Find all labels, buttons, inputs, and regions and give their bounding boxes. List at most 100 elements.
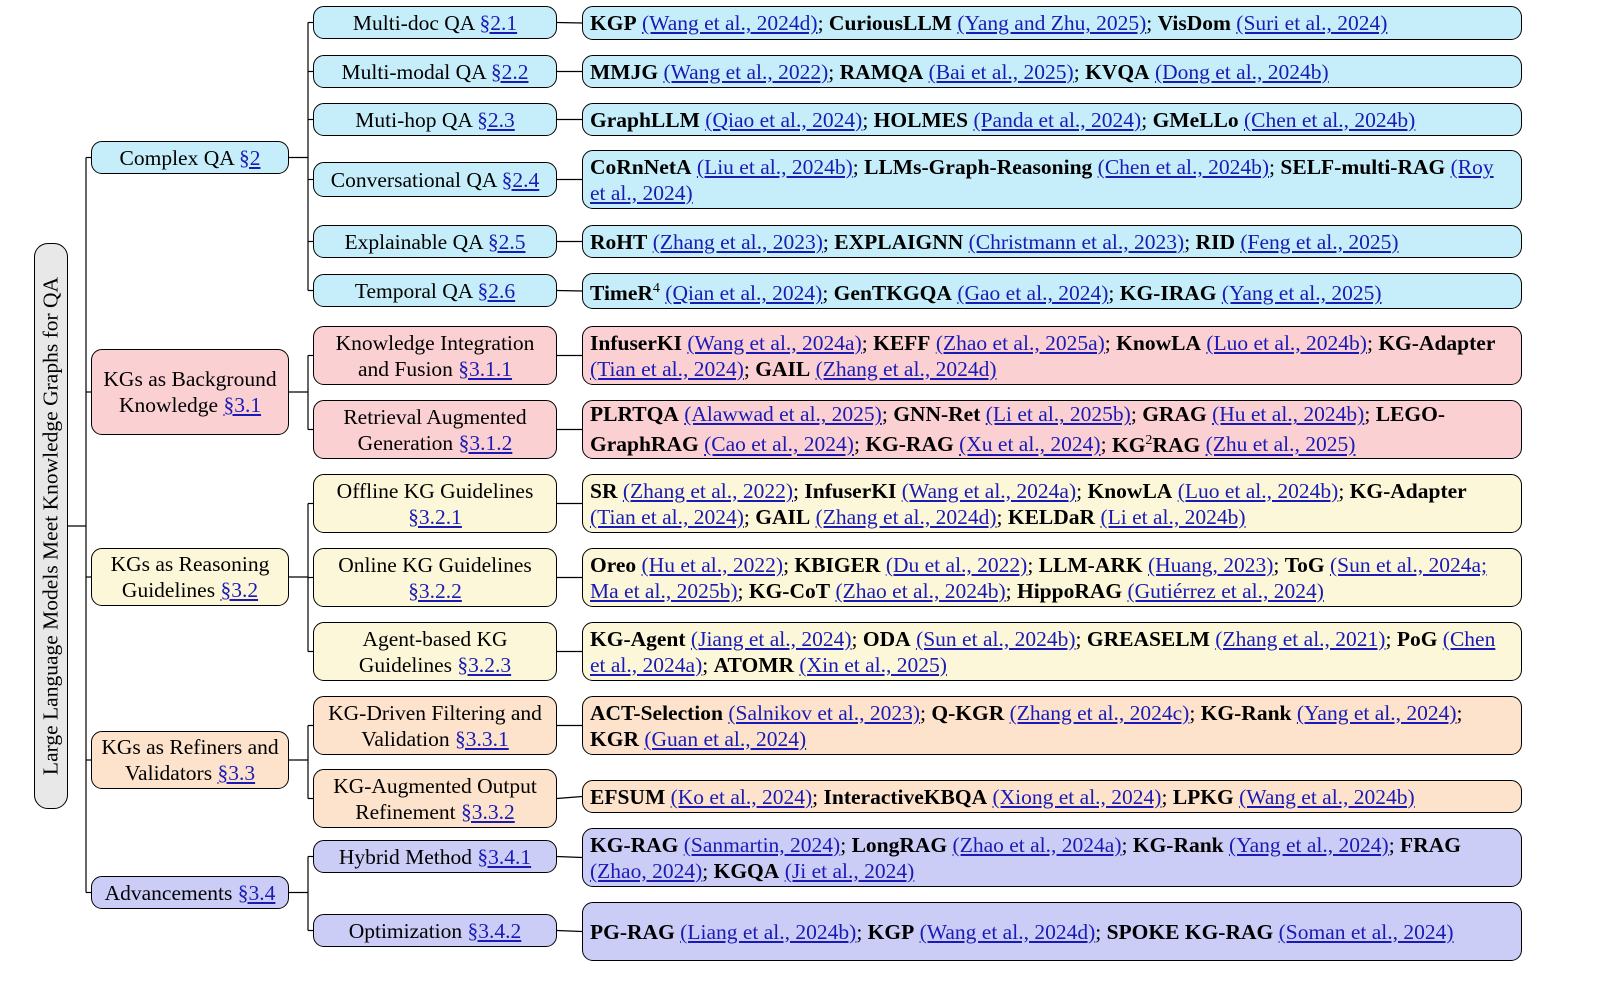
citation-link[interactable]: (Qiao et al., 2024)	[705, 107, 863, 132]
citation-link[interactable]: (Roy et al., 2024)	[590, 154, 1494, 205]
section-ref-link[interactable]: §3.4.2	[467, 918, 522, 943]
citation-link[interactable]: (Tian et al., 2024)	[590, 504, 744, 529]
citation-link[interactable]: (Salnikov et al., 2023)	[728, 700, 921, 725]
citation-link[interactable]: (Chen et al., 2024b)	[1243, 107, 1416, 132]
citation-link[interactable]: (Zhao et al., 2024b)	[835, 578, 1006, 603]
citation-link[interactable]: (Zhao et al., 2025a)	[935, 330, 1105, 355]
subcategory-2-1: Online KG Guidelines §3.2.2	[313, 548, 557, 607]
citation-link[interactable]: (Gao et al., 2024)	[957, 281, 1109, 306]
citation-link[interactable]: (Zhang et al., 2024d)	[815, 504, 997, 529]
citation-link[interactable]: (Huang, 2023)	[1148, 552, 1274, 577]
citation-link[interactable]: (Xin et al., 2025)	[799, 652, 947, 677]
citation-link[interactable]: (Li et al., 2025b)	[985, 402, 1131, 427]
citation-link[interactable]: (Yang and Zhu, 2025)	[957, 11, 1147, 35]
citation-link[interactable]: (Zhang et al., 2022)	[622, 478, 794, 503]
section-ref-link[interactable]: §2.4	[501, 167, 540, 192]
section-ref-link[interactable]: §3.1.1	[458, 356, 513, 381]
citation-link[interactable]: (Chen et al., 2024b)	[1097, 154, 1270, 179]
citation-link[interactable]: (Bai et al., 2025)	[928, 59, 1074, 84]
category-title: KGs as Refiners and Validators	[101, 735, 279, 785]
citation-link[interactable]: (Zhao, 2024)	[590, 858, 703, 883]
citation-link[interactable]: (Suri et al., 2024)	[1236, 11, 1388, 35]
subcategory-title: Offline KG Guidelines	[336, 478, 534, 503]
citation-link[interactable]: (Wang et al., 2024d)	[919, 919, 1096, 944]
citation-link[interactable]: (Zhu et al., 2025)	[1205, 432, 1356, 457]
citation-link[interactable]: (Ji et al., 2024)	[784, 858, 915, 883]
citation-link[interactable]: (Luo et al., 2024b)	[1177, 478, 1339, 503]
citation-link[interactable]: (Yang et al., 2024)	[1296, 700, 1457, 725]
citation-link[interactable]: (Guan et al., 2024)	[644, 726, 807, 751]
method-name-text: KBIGER	[794, 552, 881, 577]
citation-link[interactable]: (Wang et al., 2024a)	[901, 478, 1077, 503]
citation-link[interactable]: (Yang et al., 2024)	[1229, 832, 1389, 857]
citation-link[interactable]: (Liang et al., 2024b)	[680, 919, 857, 944]
citation-link[interactable]: (Zhang et al., 2024c)	[1009, 700, 1190, 725]
citation-link[interactable]: (Yang et al., 2025)	[1221, 281, 1382, 306]
citation-link[interactable]: (Ko et al., 2024)	[670, 784, 813, 809]
citation-link[interactable]: (Alawwad et al., 2025)	[684, 402, 882, 427]
section-ref-link[interactable]: §3.4.1	[477, 844, 532, 869]
methods-list: KGP (Wang et al., 2024d); CuriousLLM (Ya…	[590, 11, 1388, 35]
section-ref-link[interactable]: §3.2.2	[408, 578, 462, 603]
subcategory-label: Conversational QA §2.4	[331, 167, 539, 193]
section-ref-link[interactable]: §2	[238, 145, 261, 170]
citation-link[interactable]: (Li et al., 2024b)	[1100, 504, 1246, 529]
citation-link[interactable]: (Cao et al., 2024)	[704, 432, 854, 457]
section-ref-link[interactable]: §2.5	[487, 229, 526, 254]
citation-link[interactable]: (Sanmartin, 2024)	[683, 832, 841, 857]
citation-link[interactable]: (Soman et al., 2024)	[1278, 919, 1454, 944]
method-name: KBIGER	[794, 553, 880, 577]
citation-link[interactable]: (Christmann et al., 2023)	[968, 229, 1185, 254]
method-name-text: ACT-Selection	[590, 700, 723, 725]
section-ref-link[interactable]: §2.2	[490, 59, 529, 84]
citation-link[interactable]: (Chen et al., 2024a)	[590, 626, 1496, 677]
citation-link[interactable]: (Qian et al., 2024)	[665, 281, 823, 306]
citation-link[interactable]: (Xiong et al., 2024)	[992, 784, 1162, 809]
method-name: TimeR4	[590, 281, 660, 305]
section-ref-link[interactable]: §3.4	[237, 880, 276, 905]
citation-link[interactable]: (Dong et al., 2024b)	[1154, 59, 1329, 84]
citation-link[interactable]: (Wang et al., 2024d)	[641, 11, 818, 35]
citation-link[interactable]: (Luo et al., 2024b)	[1206, 330, 1367, 355]
section-ref-link[interactable]: §2.6	[477, 278, 516, 303]
section-ref-link[interactable]: §3.3.2	[460, 799, 515, 824]
methods-list: KG-Agent (Jiang et al., 2024); ODA (Sun …	[590, 626, 1496, 677]
section-ref-link[interactable]: §3.2.3	[457, 652, 512, 677]
citation-link[interactable]: (Sun et al., 2024a; Ma et al., 2025b)	[590, 552, 1488, 603]
methods-list: PG-RAG (Liang et al., 2024b); KGP (Wang …	[590, 919, 1454, 944]
citation-link[interactable]: (Wang et al., 2024a)	[687, 330, 862, 355]
category-2: KGs as Reasoning Guidelines §3.2	[91, 548, 289, 606]
citation-link[interactable]: (Xu et al., 2024)	[959, 432, 1101, 457]
section-ref-link[interactable]: §3.1.2	[458, 430, 513, 455]
section-ref-link[interactable]: §2.3	[477, 107, 515, 132]
section-ref-link[interactable]: §3.3	[217, 761, 256, 785]
citation-link[interactable]: (Feng et al., 2025)	[1240, 229, 1399, 254]
citation-link[interactable]: (Hu et al., 2022)	[641, 552, 784, 577]
section-ref-link[interactable]: §3.1	[223, 393, 262, 417]
citation-link[interactable]: (Hu et al., 2024b)	[1212, 402, 1365, 427]
citation-link[interactable]: (Wang et al., 2022)	[663, 59, 829, 84]
citation-link[interactable]: (Gutiérrez et al., 2024)	[1127, 578, 1324, 603]
method-name-text: GraphLLM	[590, 107, 700, 132]
section-ref-link[interactable]: §3.2	[220, 578, 259, 602]
citation-link[interactable]: (Zhang et al., 2024d)	[815, 356, 997, 381]
citation-link[interactable]: (Wang et al., 2024b)	[1239, 784, 1415, 809]
methods-list: TimeR4 (Qian et al., 2024); GenTKGQA (Ga…	[590, 280, 1382, 306]
citation-link[interactable]: (Zhao et al., 2024a)	[952, 832, 1122, 857]
method-name-text: PG-RAG	[590, 919, 675, 944]
section-ref-link[interactable]: §2.1	[479, 10, 518, 35]
section-ref-link[interactable]: §3.2.1	[408, 504, 462, 529]
citation-link[interactable]: (Tian et al., 2024)	[590, 356, 744, 381]
citation-link[interactable]: (Liu et al., 2024b)	[696, 154, 853, 179]
citation-link[interactable]: (Zhang et al., 2021)	[1215, 626, 1386, 651]
citation-link[interactable]: (Jiang et al., 2024)	[690, 626, 852, 651]
citation-link[interactable]: (Sun et al., 2024b)	[916, 626, 1076, 651]
citation-link[interactable]: (Du et al., 2022)	[885, 552, 1028, 577]
citation-link[interactable]: (Zhang et al., 2023)	[652, 229, 823, 254]
method-name: Q-KGR	[931, 701, 1004, 725]
section-ref-link[interactable]: §3.3.1	[455, 726, 509, 751]
method-name-text: GREASELM	[1086, 626, 1210, 651]
method-name: InfuserKI	[804, 479, 896, 503]
methods-list: MMJG (Wang et al., 2022); RAMQA (Bai et …	[590, 59, 1329, 84]
citation-link[interactable]: (Panda et al., 2024)	[973, 107, 1142, 132]
